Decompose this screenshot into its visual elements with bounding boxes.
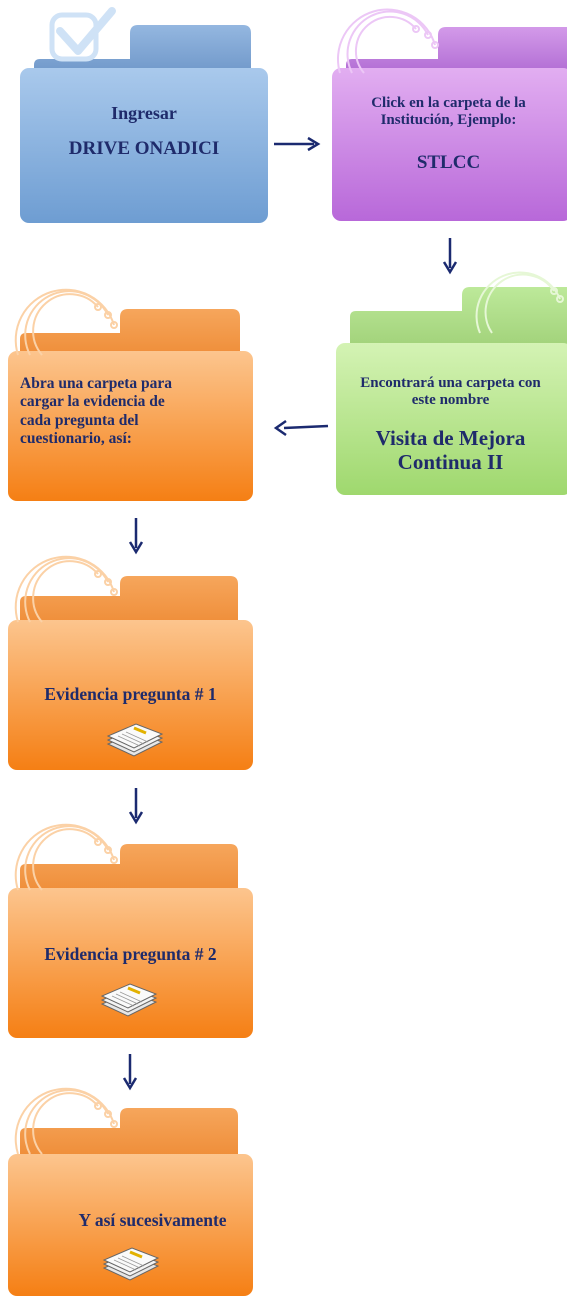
folder-step-3: Encontrará una carpeta con este nombre V… <box>334 271 567 498</box>
folder-purple-shape <box>332 27 567 221</box>
step-4-line-4: cuestionario, así: <box>20 429 132 447</box>
circuit-icon <box>14 288 118 356</box>
circuit-icon <box>14 823 118 891</box>
folder-orange-shape <box>8 576 253 770</box>
folder-step-2: Click en la carpeta de la Institución, E… <box>330 8 567 225</box>
step-1-line-1: Ingresar <box>111 103 177 123</box>
circuit-icon <box>14 555 118 623</box>
step-4-line-1: Abra una carpeta para <box>20 375 172 392</box>
step-6-label: Evidencia pregunta # 2 <box>44 944 217 964</box>
arrow-down-1 <box>442 238 458 275</box>
step-3-line-3: Visita de Mejora <box>375 425 526 450</box>
paper-stack-icon <box>100 983 158 1017</box>
circuit-icon <box>337 8 439 74</box>
arrow-left-1 <box>273 419 329 437</box>
step-2-line-1: Click en la carpeta de la <box>371 95 526 111</box>
arrow-right-1 <box>274 136 321 152</box>
step-3-line-2: este nombre <box>411 392 490 409</box>
step-3-line-4: Continua II <box>397 449 504 474</box>
folder-blue-shape <box>20 25 268 223</box>
folder-step-4: Abra una carpeta para cargar la evidenci… <box>8 288 253 503</box>
step-1-line-2: DRIVE ONADICI <box>68 137 220 159</box>
step-4-line-3: cada pregunta del <box>20 411 139 429</box>
folder-step-6: Evidencia pregunta # 2 <box>8 823 253 1040</box>
folder-orange-shape <box>8 1108 253 1296</box>
circuit-icon <box>475 271 564 334</box>
folder-step-5: Evidencia pregunta # 1 <box>8 555 253 772</box>
arrow-down-2 <box>128 518 144 555</box>
check-icon <box>49 7 116 62</box>
arrow-down-4 <box>122 1054 138 1091</box>
paper-stack-icon <box>102 1247 160 1281</box>
step-2-line-3: STLCC <box>416 151 481 173</box>
step-7-label: Y así sucesivamente <box>78 1210 227 1230</box>
step-3-line-1: Encontrará una carpeta con <box>360 375 541 391</box>
step-2-line-2: Institución, Ejemplo: <box>380 112 517 129</box>
folder-step-7: Y así sucesivamente <box>8 1087 253 1298</box>
step-4-line-2: cargar la evidencia de <box>20 393 165 411</box>
folder-step-1: Ingresar DRIVE ONADICI <box>18 5 270 225</box>
folder-orange-shape <box>8 844 253 1038</box>
step-5-label: Evidencia pregunta # 1 <box>44 684 217 704</box>
folder-green-shape <box>336 287 567 495</box>
paper-stack-icon <box>106 723 164 757</box>
circuit-icon <box>14 1087 118 1155</box>
arrow-down-3 <box>128 788 144 825</box>
folder-orange-shape <box>8 309 253 501</box>
